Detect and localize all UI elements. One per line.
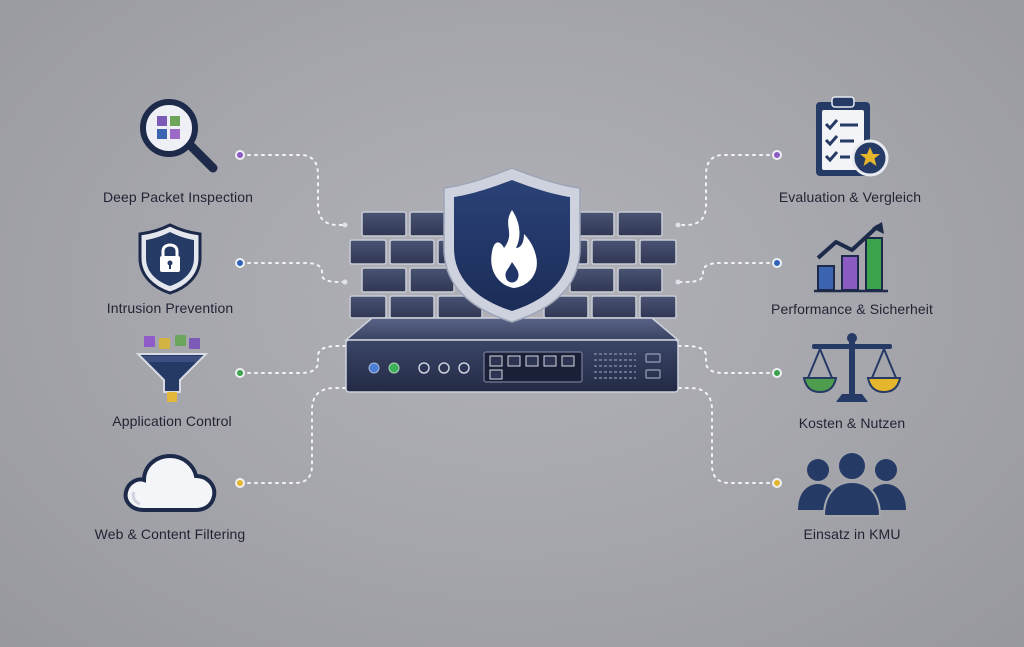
feature-label: Kosten & Nutzen [798, 415, 906, 431]
firewall-appliance-icon [343, 167, 681, 393]
feature-label: Web & Content Filtering [94, 526, 246, 542]
feature-label: Application Control [112, 413, 232, 429]
feature-kosten-nutzen: Kosten & Nutzen [742, 332, 962, 432]
connector-end-left-2 [342, 279, 348, 285]
feature-application-control: Application Control [62, 334, 282, 434]
dot-left-4 [235, 478, 245, 488]
connector-left-2 [247, 262, 346, 283]
shield-flame-icon [443, 167, 581, 323]
dot-left-1 [235, 150, 245, 160]
connector-right-2 [677, 262, 777, 283]
feature-performance-sicherheit: Performance & Sicherheit [742, 220, 962, 320]
connector-right-1 [677, 154, 777, 226]
feature-einsatz-kmu: Einsatz in KMU [742, 448, 962, 548]
feature-label: Einsatz in KMU [803, 526, 901, 542]
connector-left-3 [247, 345, 347, 374]
dot-right-1 [772, 150, 782, 160]
people-group-icon [798, 452, 906, 517]
dot-right-2 [772, 258, 782, 268]
connector-left-1 [247, 154, 346, 226]
connector-end-right-1 [675, 222, 681, 228]
connector-end-left-1 [342, 222, 348, 228]
feature-evaluation-vergleich: Evaluation & Vergleich [740, 94, 960, 208]
dot-left-2 [235, 258, 245, 268]
funnel-icon [135, 335, 209, 402]
feature-label: Intrusion Prevention [106, 300, 234, 316]
dot-left-3 [235, 368, 245, 378]
feature-label: Evaluation & Vergleich [778, 189, 922, 205]
clipboard-checklist-star-icon [816, 96, 889, 177]
cloud-icon [123, 453, 217, 512]
dot-right-4 [772, 478, 782, 488]
feature-label: Performance & Sicherheit [771, 301, 933, 317]
balance-scale-icon [802, 333, 902, 402]
connector-end-right-2 [675, 279, 681, 285]
feature-label: Deep Packet Inspection [102, 189, 254, 205]
bar-chart-trend-icon [814, 222, 888, 293]
dot-right-3 [772, 368, 782, 378]
shield-lock-icon [138, 223, 202, 295]
connector-right-3 [677, 345, 777, 374]
feature-intrusion-prevention: Intrusion Prevention [60, 220, 280, 320]
connector-right-4 [677, 387, 777, 484]
feature-deep-packet-inspection: Deep Packet Inspection [68, 96, 288, 208]
magnifier-grid-icon [140, 99, 218, 173]
feature-web-content-filtering: Web & Content Filtering [60, 446, 280, 546]
